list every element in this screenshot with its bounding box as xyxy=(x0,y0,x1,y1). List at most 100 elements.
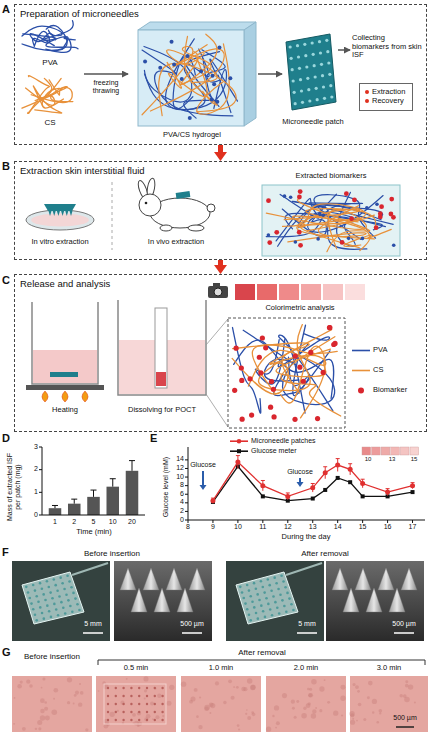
glucose-arrow xyxy=(202,471,204,486)
skin-texture xyxy=(352,718,354,720)
skin-texture xyxy=(14,697,16,699)
tick-mark xyxy=(188,520,189,523)
needle-tip xyxy=(291,68,294,71)
rabbit-tail xyxy=(207,204,215,212)
skin-texture xyxy=(403,694,407,698)
polymer-chain xyxy=(301,215,375,248)
color-swatch xyxy=(257,284,277,300)
scale-bar xyxy=(394,632,414,634)
needle-tip xyxy=(276,606,279,609)
microneedle-patch xyxy=(22,572,84,624)
hydrogel-block xyxy=(138,30,244,126)
text-label: Glucose xyxy=(190,461,216,469)
skin-texture xyxy=(296,700,299,703)
text-label: 0 xyxy=(34,511,38,519)
needle-hole xyxy=(122,711,124,713)
skin-texture xyxy=(79,683,81,685)
tick-mark xyxy=(412,520,413,523)
particle-dot xyxy=(327,325,332,330)
particle-dot xyxy=(268,405,273,410)
bar xyxy=(106,487,119,515)
legend-marker xyxy=(237,449,241,453)
tick-mark xyxy=(362,520,363,523)
skin-texture xyxy=(109,712,114,717)
camera-top xyxy=(213,283,220,287)
needle-tip xyxy=(242,597,245,600)
needle-tip xyxy=(288,597,291,600)
skin-texture xyxy=(40,715,45,720)
needle-tip xyxy=(244,602,247,605)
particle-dot xyxy=(211,74,215,78)
data-marker xyxy=(261,494,265,498)
particle-dot xyxy=(186,54,190,58)
needle-hole xyxy=(130,687,132,689)
error-cap xyxy=(236,455,240,456)
skin-texture xyxy=(231,696,235,700)
skin-texture xyxy=(67,677,72,682)
skin-texture xyxy=(196,715,199,718)
tick-mark xyxy=(39,515,42,516)
particle-dot xyxy=(266,198,271,203)
needle-tip xyxy=(72,592,75,595)
needle-tip xyxy=(329,84,332,87)
needle-hole xyxy=(154,711,156,713)
strip-photo xyxy=(381,447,390,455)
error-cap xyxy=(286,492,290,493)
skin-texture xyxy=(353,683,356,686)
needle-tip xyxy=(308,99,311,102)
skin-texture xyxy=(29,684,32,687)
skin-texture xyxy=(308,693,312,697)
particle-dot xyxy=(349,216,354,221)
needle xyxy=(70,211,73,216)
error-cap xyxy=(386,488,390,489)
skin-texture xyxy=(372,699,377,704)
text-label: After removal xyxy=(238,648,286,657)
needle-hole xyxy=(146,703,148,705)
needle-tip xyxy=(272,595,275,598)
text-label: After removal xyxy=(301,549,349,558)
needle-tip xyxy=(257,617,260,620)
flame xyxy=(42,391,48,402)
strip-photo xyxy=(362,447,371,455)
needle-hole xyxy=(154,719,156,721)
needle-hole xyxy=(115,703,117,705)
particle-dot xyxy=(240,417,245,422)
skin-texture xyxy=(237,724,240,727)
needle-tip xyxy=(273,576,276,579)
needle-tip xyxy=(284,586,287,589)
tick-mark xyxy=(312,520,313,523)
skin-texture xyxy=(189,700,193,704)
skin-texture xyxy=(98,690,100,692)
particle-dot xyxy=(352,197,357,202)
text-label: 10 xyxy=(176,473,184,481)
needle-hole xyxy=(138,695,140,697)
particle-dot xyxy=(327,325,332,330)
particle-dot xyxy=(267,240,272,245)
needle-tip xyxy=(46,580,49,583)
color-swatch xyxy=(235,284,255,300)
particle-dot xyxy=(297,365,302,370)
particle-dot xyxy=(234,346,239,351)
data-marker xyxy=(285,494,290,499)
panel-box: Preparation of microneedlesExtractionRec… xyxy=(14,4,427,145)
needle xyxy=(61,211,64,216)
skin-texture xyxy=(26,680,30,684)
particle-dot xyxy=(298,243,303,248)
data-marker xyxy=(348,467,353,472)
tweezers xyxy=(286,563,322,575)
text-label: 12 xyxy=(176,464,184,472)
needle-tip xyxy=(39,606,42,609)
microneedle-cone xyxy=(131,588,147,612)
needle-tip xyxy=(319,51,322,54)
needle-tip xyxy=(54,584,57,587)
needle-tip xyxy=(307,88,310,91)
particle-dot xyxy=(172,63,176,67)
skin-texture xyxy=(241,687,245,691)
particle-dot xyxy=(158,66,162,70)
data-marker xyxy=(323,470,328,475)
needle-tip xyxy=(267,603,270,606)
needle-tip xyxy=(300,89,303,92)
data-marker xyxy=(210,498,215,503)
skin-texture xyxy=(198,725,202,729)
needle-tip xyxy=(325,39,328,42)
